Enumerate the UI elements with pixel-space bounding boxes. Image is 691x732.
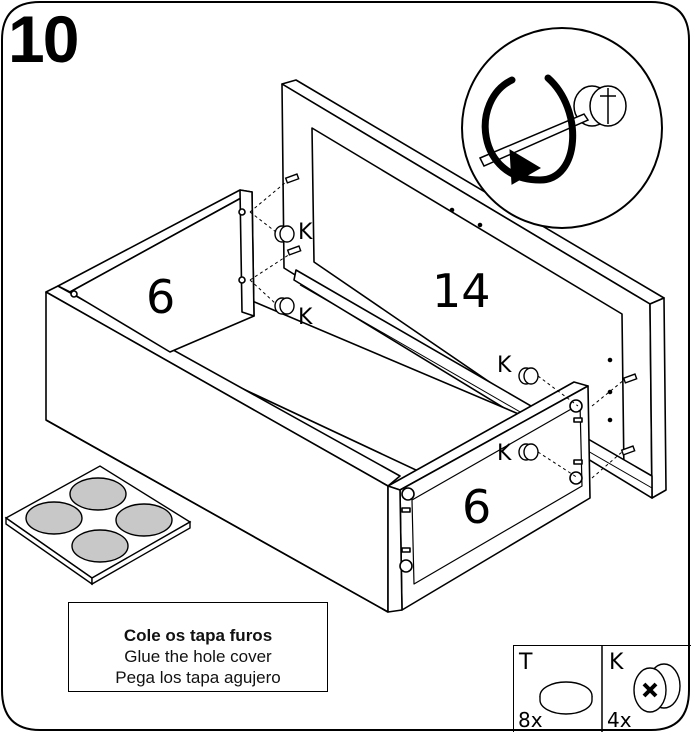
part-label-back: 14 — [432, 264, 491, 318]
part-letter-t: T — [519, 650, 533, 675]
part-label-front-side: 6 — [462, 480, 492, 534]
cam-lock-icon — [518, 367, 539, 385]
hole-cover-cap-icon — [539, 681, 593, 715]
part-label-left-side: 6 — [146, 270, 176, 324]
part-qty-k: 4x — [607, 708, 632, 732]
fitting-label-k: K — [497, 441, 512, 466]
note-portuguese: Cole os tapa furos — [123, 626, 273, 645]
screwdriver-icon — [478, 113, 590, 167]
fittings — [249, 173, 638, 479]
cam-lock-icon — [518, 443, 539, 461]
rotate-arrow-icon — [509, 149, 541, 185]
fitting-label-k: K — [298, 220, 313, 245]
cam-lock-icon — [274, 225, 295, 243]
cam-lock-icon — [274, 297, 295, 315]
fitting-label-k: K — [298, 305, 313, 330]
note-spanish: Pega los tapa agujero — [115, 668, 281, 687]
hole-cover-sheet — [4, 465, 192, 586]
step-number: 10 — [8, 2, 79, 76]
note-english: Glue the hole cover — [124, 647, 272, 666]
parts-table: T 8x K 4x — [513, 645, 691, 732]
detail-circle-screwdriver — [461, 27, 663, 229]
left-side-panel — [57, 189, 255, 353]
cam-lock-icon — [633, 663, 681, 713]
front-side-panel — [387, 381, 591, 613]
instruction-note: Cole os tapa furos Glue the hole cover P… — [68, 602, 328, 692]
part-qty-t: 8x — [518, 708, 543, 732]
fitting-label-k: K — [497, 353, 512, 378]
part-letter-k: K — [609, 650, 624, 675]
